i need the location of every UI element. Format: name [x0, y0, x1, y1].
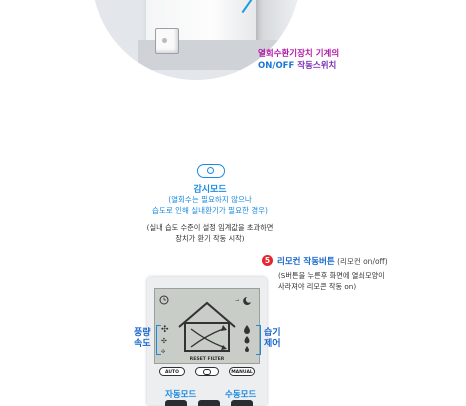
house-outline [184, 322, 230, 352]
humidity-label: 습기 제어 [264, 328, 281, 350]
switch-description-line2: ON/OFF 작동스위치 [258, 60, 339, 72]
svg-text:✣: ✣ [161, 337, 167, 345]
monitor-mode-subtitle-line1: (열회수는 필요하지 않으나 [168, 195, 252, 204]
auto-button[interactable]: AUTO [159, 367, 185, 376]
remote-button-title: 리모컨 작동버튼 (리모컨 on/off) [277, 255, 388, 267]
eye-icon [197, 164, 225, 178]
remote-controller: ⊸ ✣ ✣ ✣ RESET FILTER AUTO [147, 277, 267, 405]
svg-text:✣: ✣ [161, 325, 169, 335]
manual-button[interactable]: MANUAL [229, 367, 255, 376]
switch-description: 열회수환기장치 기계의 ON/OFF 작동스위치 [258, 48, 339, 72]
fan-speed-label-line2: 속도 [134, 339, 151, 349]
reset-filter-text: RESET FILTER [190, 356, 225, 362]
remote-button-title-main: 리모컨 작동버튼 [277, 257, 335, 267]
monitor-mode-note-line2: 장치가 환기 작동 시작) [175, 234, 245, 243]
fan-speed-label: 풍량 속도 [134, 328, 151, 350]
power-switch[interactable] [155, 28, 179, 54]
monitor-mode-title: 감시모드 [193, 185, 227, 195]
fan-icon: ✣ ✣ ✣ [161, 325, 169, 355]
manual-mode-label: 수동모드 [225, 390, 257, 400]
remote-button-note: (S버튼을 누른후 화면에 열쇠모양이 사라져야 리모콘 작동 on) [278, 270, 385, 292]
right-bracket [256, 325, 261, 355]
step-badge: 5 [262, 255, 273, 266]
humidity-label-line2: 제어 [264, 339, 281, 349]
remote-button-title-small: (리모컨 on/off) [334, 257, 388, 266]
remote-screen: ⊸ ✣ ✣ ✣ RESET FILTER [154, 288, 260, 364]
humidity-label-line1: 습기 [264, 328, 281, 338]
remote-key-3[interactable] [231, 400, 253, 406]
remote-key-2[interactable] [198, 400, 220, 406]
monitor-mode-note: (실내 습도 수준이 설정 임계값을 초과하면 장치가 환기 작동 시작) [0, 222, 420, 244]
remote-button-note-line2: 사라져야 리모콘 작동 on) [278, 282, 357, 291]
droplet-icon [244, 325, 250, 352]
moon-icon [243, 297, 251, 305]
monitor-mode-subtitle: (열회수는 필요하지 않으나 습도로 인해 실내환기가 필요한 경우) [0, 194, 420, 216]
fan-speed-label-line1: 풍량 [134, 328, 151, 338]
auto-mode-label: 자동모드 [165, 390, 197, 400]
svg-text:⊸: ⊸ [235, 298, 239, 304]
monitor-mode-note-line1: (실내 습도 수준이 설정 임계값을 초과하면 [146, 223, 274, 232]
remote-button-note-line1: (S버튼을 누른후 화면에 열쇠모양이 [278, 271, 385, 280]
switch-text: 작동스위치 [294, 61, 337, 71]
svg-text:✣: ✣ [161, 349, 165, 355]
monitor-mode-subtitle-line2: 습도로 인해 실내환기가 필요한 경우) [152, 206, 268, 215]
screen-graphics: ⊸ ✣ ✣ ✣ RESET FILTER [159, 295, 251, 362]
left-bracket [156, 325, 161, 355]
remote-key-1[interactable] [165, 400, 187, 406]
eye-icon [203, 368, 211, 375]
switch-indicator [162, 38, 167, 43]
switch-description-line1: 열회수환기장치 기계의 [258, 49, 340, 59]
monitor-button[interactable] [195, 367, 219, 376]
on-off-text: ON/OFF [258, 61, 295, 71]
clock-icon [159, 295, 169, 305]
